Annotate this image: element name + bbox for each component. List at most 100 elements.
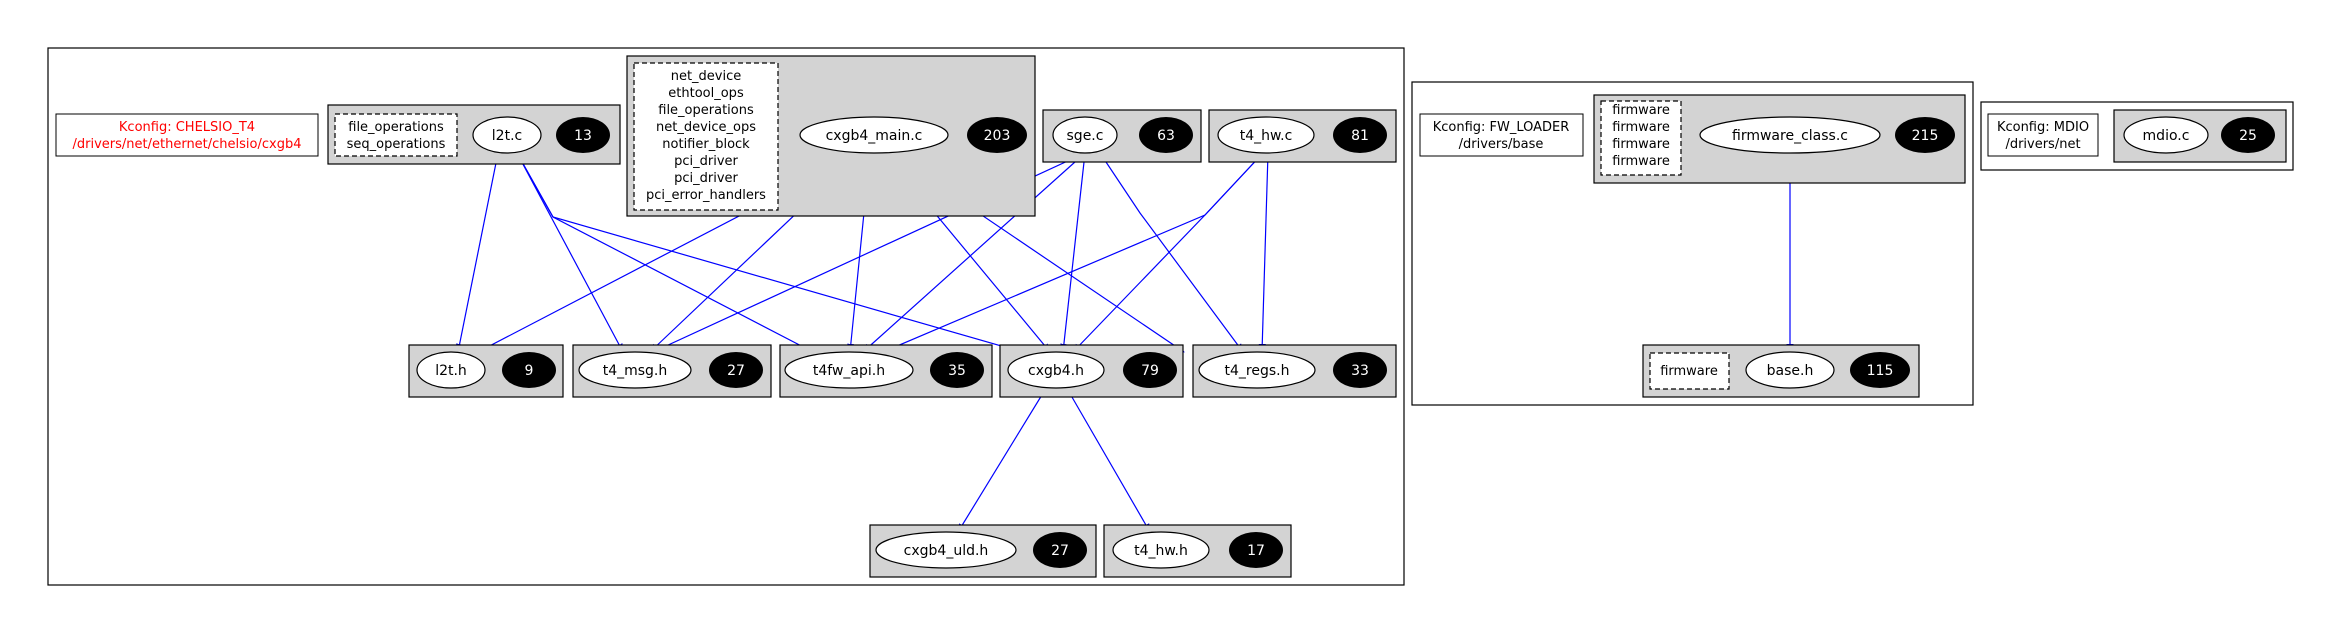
- file-node[interactable]: [2123, 116, 2209, 154]
- file-node[interactable]: [472, 116, 542, 154]
- file-node[interactable]: [784, 351, 914, 389]
- file-name: cxgb4.h: [1028, 363, 1084, 379]
- kconfig-fw-loader-title: Kconfig: FW_LOADER: [1433, 120, 1570, 135]
- edge-t4-hw-c-to-t4-regs-h: [1258, 152, 1269, 353]
- edge-sge-to-t4fw-api-h: [862, 152, 1086, 353]
- count-badge: [1850, 352, 1910, 388]
- file-base-h[interactable]: firmware base.h 115: [1642, 344, 1920, 398]
- file-node[interactable]: [1112, 531, 1210, 569]
- file-name: t4_hw.h: [1134, 543, 1188, 559]
- count-badge: [1123, 352, 1177, 388]
- count-badge: [1139, 117, 1193, 153]
- file-node[interactable]: [416, 351, 486, 389]
- file-node[interactable]: [1052, 116, 1118, 154]
- file-name: firmware_class.c: [1732, 128, 1848, 144]
- file-node[interactable]: [1699, 116, 1881, 154]
- count-badge: [1229, 532, 1283, 568]
- count-badge: [930, 352, 984, 388]
- symbol-label: file_operations: [348, 120, 444, 135]
- file-node[interactable]: [1007, 351, 1105, 389]
- count-badge: [2221, 117, 2275, 153]
- edge-l2t-c-to-cxgb4-h: [516, 152, 1023, 354]
- count-badge: [556, 117, 610, 153]
- file-name: t4fw_api.h: [813, 363, 885, 379]
- file-name: base.h: [1767, 363, 1814, 379]
- symbol-label: file_operations: [658, 103, 754, 118]
- kconfig-mdio: Kconfig: MDIO /drivers/net: [1987, 113, 2099, 157]
- count-label: 25: [2239, 128, 2257, 144]
- symbol-label: firmware: [1660, 364, 1718, 379]
- symbol-label: firmware: [1612, 103, 1670, 118]
- count-badge: [1333, 352, 1387, 388]
- file-name: mdio.c: [2143, 128, 2190, 144]
- file-node[interactable]: [799, 116, 949, 154]
- file-node[interactable]: [875, 531, 1017, 569]
- count-label: 33: [1351, 363, 1369, 379]
- count-label: 81: [1351, 128, 1369, 144]
- file-cxgb4-uld-h[interactable]: cxgb4_uld.h 27: [869, 524, 1097, 578]
- symbols-box: [1649, 352, 1730, 390]
- file-node[interactable]: [578, 351, 692, 389]
- symbols-box: [334, 113, 458, 157]
- kconfig-mdio-title: Kconfig: MDIO: [1997, 120, 2089, 135]
- symbol-label: firmware: [1612, 154, 1670, 169]
- file-name: sge.c: [1067, 128, 1104, 144]
- symbols-box: [633, 62, 779, 211]
- symbol-label: firmware: [1612, 137, 1670, 152]
- symbol-label: firmware: [1612, 120, 1670, 135]
- kconfig-chelsio-t4: Kconfig: CHELSIO_T4 /drivers/net/etherne…: [55, 113, 319, 157]
- file-t4-msg-h[interactable]: t4_msg.h 27: [572, 344, 772, 398]
- file-name: l2t.c: [492, 128, 522, 144]
- edge-cxgb4-h-to-cxgb4-uld-h: [957, 384, 1049, 533]
- count-label: 9: [525, 363, 534, 379]
- file-t4-hw-c[interactable]: t4_hw.c 81: [1208, 109, 1397, 163]
- file-t4-regs-h[interactable]: t4_regs.h 33: [1192, 344, 1397, 398]
- symbol-label: ethtool_ops: [668, 86, 744, 101]
- symbol-label: net_device_ops: [656, 120, 756, 135]
- file-t4-hw-h[interactable]: t4_hw.h 17: [1103, 524, 1292, 578]
- edge-t4-hw-c-to-cxgb4-h: [1072, 152, 1264, 353]
- count-label: 115: [1867, 363, 1894, 379]
- count-badge: [1033, 532, 1087, 568]
- file-t4fw-api-h[interactable]: t4fw_api.h 35: [779, 344, 993, 398]
- file-name: t4_regs.h: [1225, 363, 1290, 379]
- file-l2t-c[interactable]: file_operations seq_operations l2t.c 13: [327, 104, 621, 165]
- count-label: 215: [1912, 128, 1939, 144]
- file-cxgb4-main-c[interactable]: net_device ethtool_ops file_operations n…: [626, 55, 1036, 217]
- file-node[interactable]: [1745, 351, 1835, 389]
- edge-sge-to-cxgb4-h: [1060, 152, 1086, 353]
- symbol-label: net_device: [671, 69, 742, 84]
- file-mdio-c[interactable]: mdio.c 25: [2113, 109, 2287, 163]
- count-badge: [967, 117, 1027, 153]
- file-sge-c[interactable]: sge.c 63: [1042, 109, 1202, 163]
- symbol-label: notifier_block: [662, 137, 750, 152]
- kconfig-chelsio-path: /drivers/net/ethernet/chelsio/cxgb4: [73, 137, 302, 152]
- edge-l2t-c-to-t4-msg-h: [516, 152, 624, 353]
- count-label: 35: [948, 363, 966, 379]
- symbol-label: pci_driver: [674, 171, 738, 186]
- file-node[interactable]: [1198, 351, 1316, 389]
- edge-sge-to-t4-regs-h: [1099, 152, 1244, 353]
- count-label: 27: [1051, 543, 1069, 559]
- file-l2t-h[interactable]: l2t.h 9: [408, 344, 564, 398]
- count-label: 63: [1157, 128, 1175, 144]
- file-node[interactable]: [1217, 116, 1315, 154]
- symbols-box: [1600, 100, 1682, 176]
- symbol-label: seq_operations: [347, 137, 446, 152]
- count-badge: [709, 352, 763, 388]
- file-name: cxgb4_uld.h: [904, 543, 989, 559]
- count-badge: [502, 352, 556, 388]
- kconfig-fw-loader-path: /drivers/base: [1459, 137, 1544, 152]
- count-label: 27: [727, 363, 745, 379]
- file-firmware-class-c[interactable]: firmware firmware firmware firmware firm…: [1593, 94, 1966, 184]
- count-label: 203: [984, 128, 1011, 144]
- symbol-label: pci_driver: [674, 154, 738, 169]
- kconfig-chelsio-title: Kconfig: CHELSIO_T4: [119, 120, 255, 135]
- file-cxgb4-h[interactable]: cxgb4.h 79: [999, 344, 1184, 398]
- count-badge: [1333, 117, 1387, 153]
- file-name: t4_hw.c: [1240, 128, 1293, 144]
- symbol-label: pci_error_handlers: [646, 188, 766, 203]
- edge-l2t-c-to-l2t-h: [456, 152, 499, 353]
- kconfig-fw-loader: Kconfig: FW_LOADER /drivers/base: [1419, 113, 1584, 157]
